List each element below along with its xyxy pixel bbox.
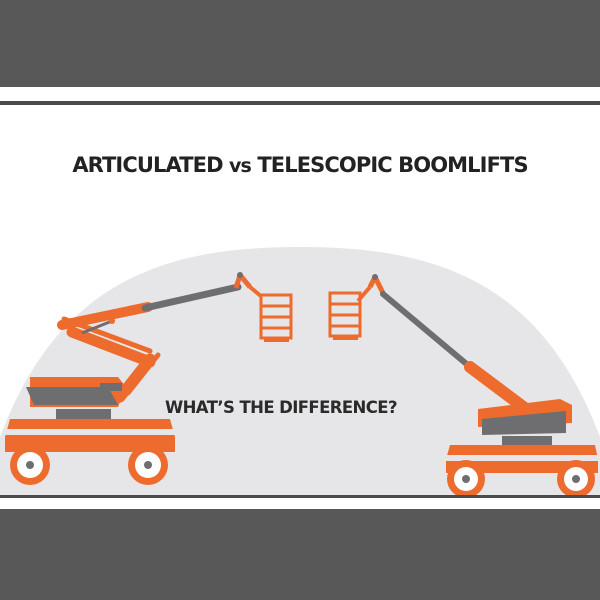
- title-vs: vs: [229, 155, 252, 177]
- title-telescopic: TELESCOPIC BOOMLIFTS: [257, 153, 528, 177]
- boom-lift-illustration: [0, 247, 600, 498]
- page-title: ARTICULATED vs TELESCOPIC BOOMLIFTS: [0, 153, 600, 177]
- articulated-boom-lift-icon: [5, 272, 293, 485]
- telescopic-boom-lift-icon: [328, 274, 598, 498]
- title-articulated: ARTICULATED: [72, 153, 223, 177]
- top-rule: [0, 101, 600, 105]
- difference-question: WHAT’S THE DIFFERENCE?: [165, 398, 398, 417]
- bottom-rule: [0, 495, 600, 498]
- infographic-panel: ARTICULATED vs TELESCOPIC BOOMLIFTS WHAT…: [0, 87, 600, 509]
